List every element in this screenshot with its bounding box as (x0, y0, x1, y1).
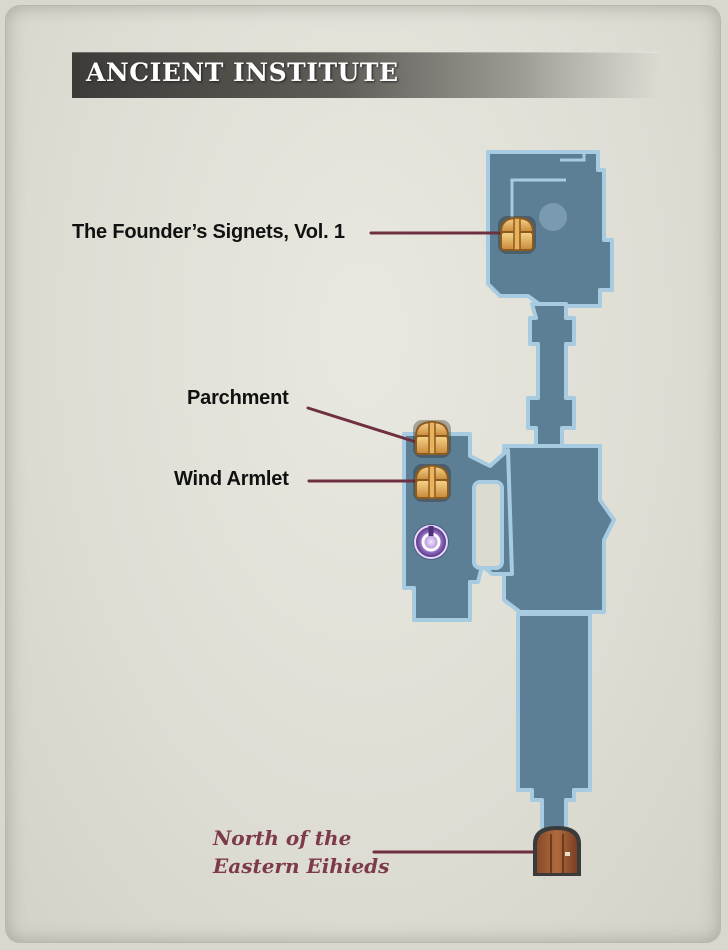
top-chamber-step (560, 152, 586, 162)
top-chamber-detail (510, 178, 566, 226)
treasure-chest-icon[interactable] (413, 420, 451, 458)
label-founders-signets: The Founder’s Signets, Vol. 1 (72, 221, 345, 243)
south-corridor (516, 612, 592, 852)
exit-line-2: Eastern Eihieds (213, 854, 390, 878)
treasure-chest-icon[interactable] (413, 464, 451, 502)
central-hall (502, 444, 616, 614)
save-point-icon[interactable] (413, 524, 449, 560)
leader-line-parchment (306, 406, 418, 444)
map-title: ANCIENT INSTITUTE (86, 58, 399, 87)
top-chamber-dais (539, 203, 567, 231)
north-corridor (526, 302, 576, 448)
door-icon[interactable] (533, 826, 581, 876)
treasure-chest-icon[interactable] (498, 216, 536, 254)
label-wind-armlet: Wind Armlet (174, 468, 289, 490)
title-band (72, 52, 660, 98)
west-wing-pillar (472, 480, 504, 570)
exit-destination-label: North of the Eastern Eihieds (213, 824, 389, 880)
exit-line-1: North of the (213, 826, 352, 850)
label-parchment: Parchment (187, 387, 289, 409)
